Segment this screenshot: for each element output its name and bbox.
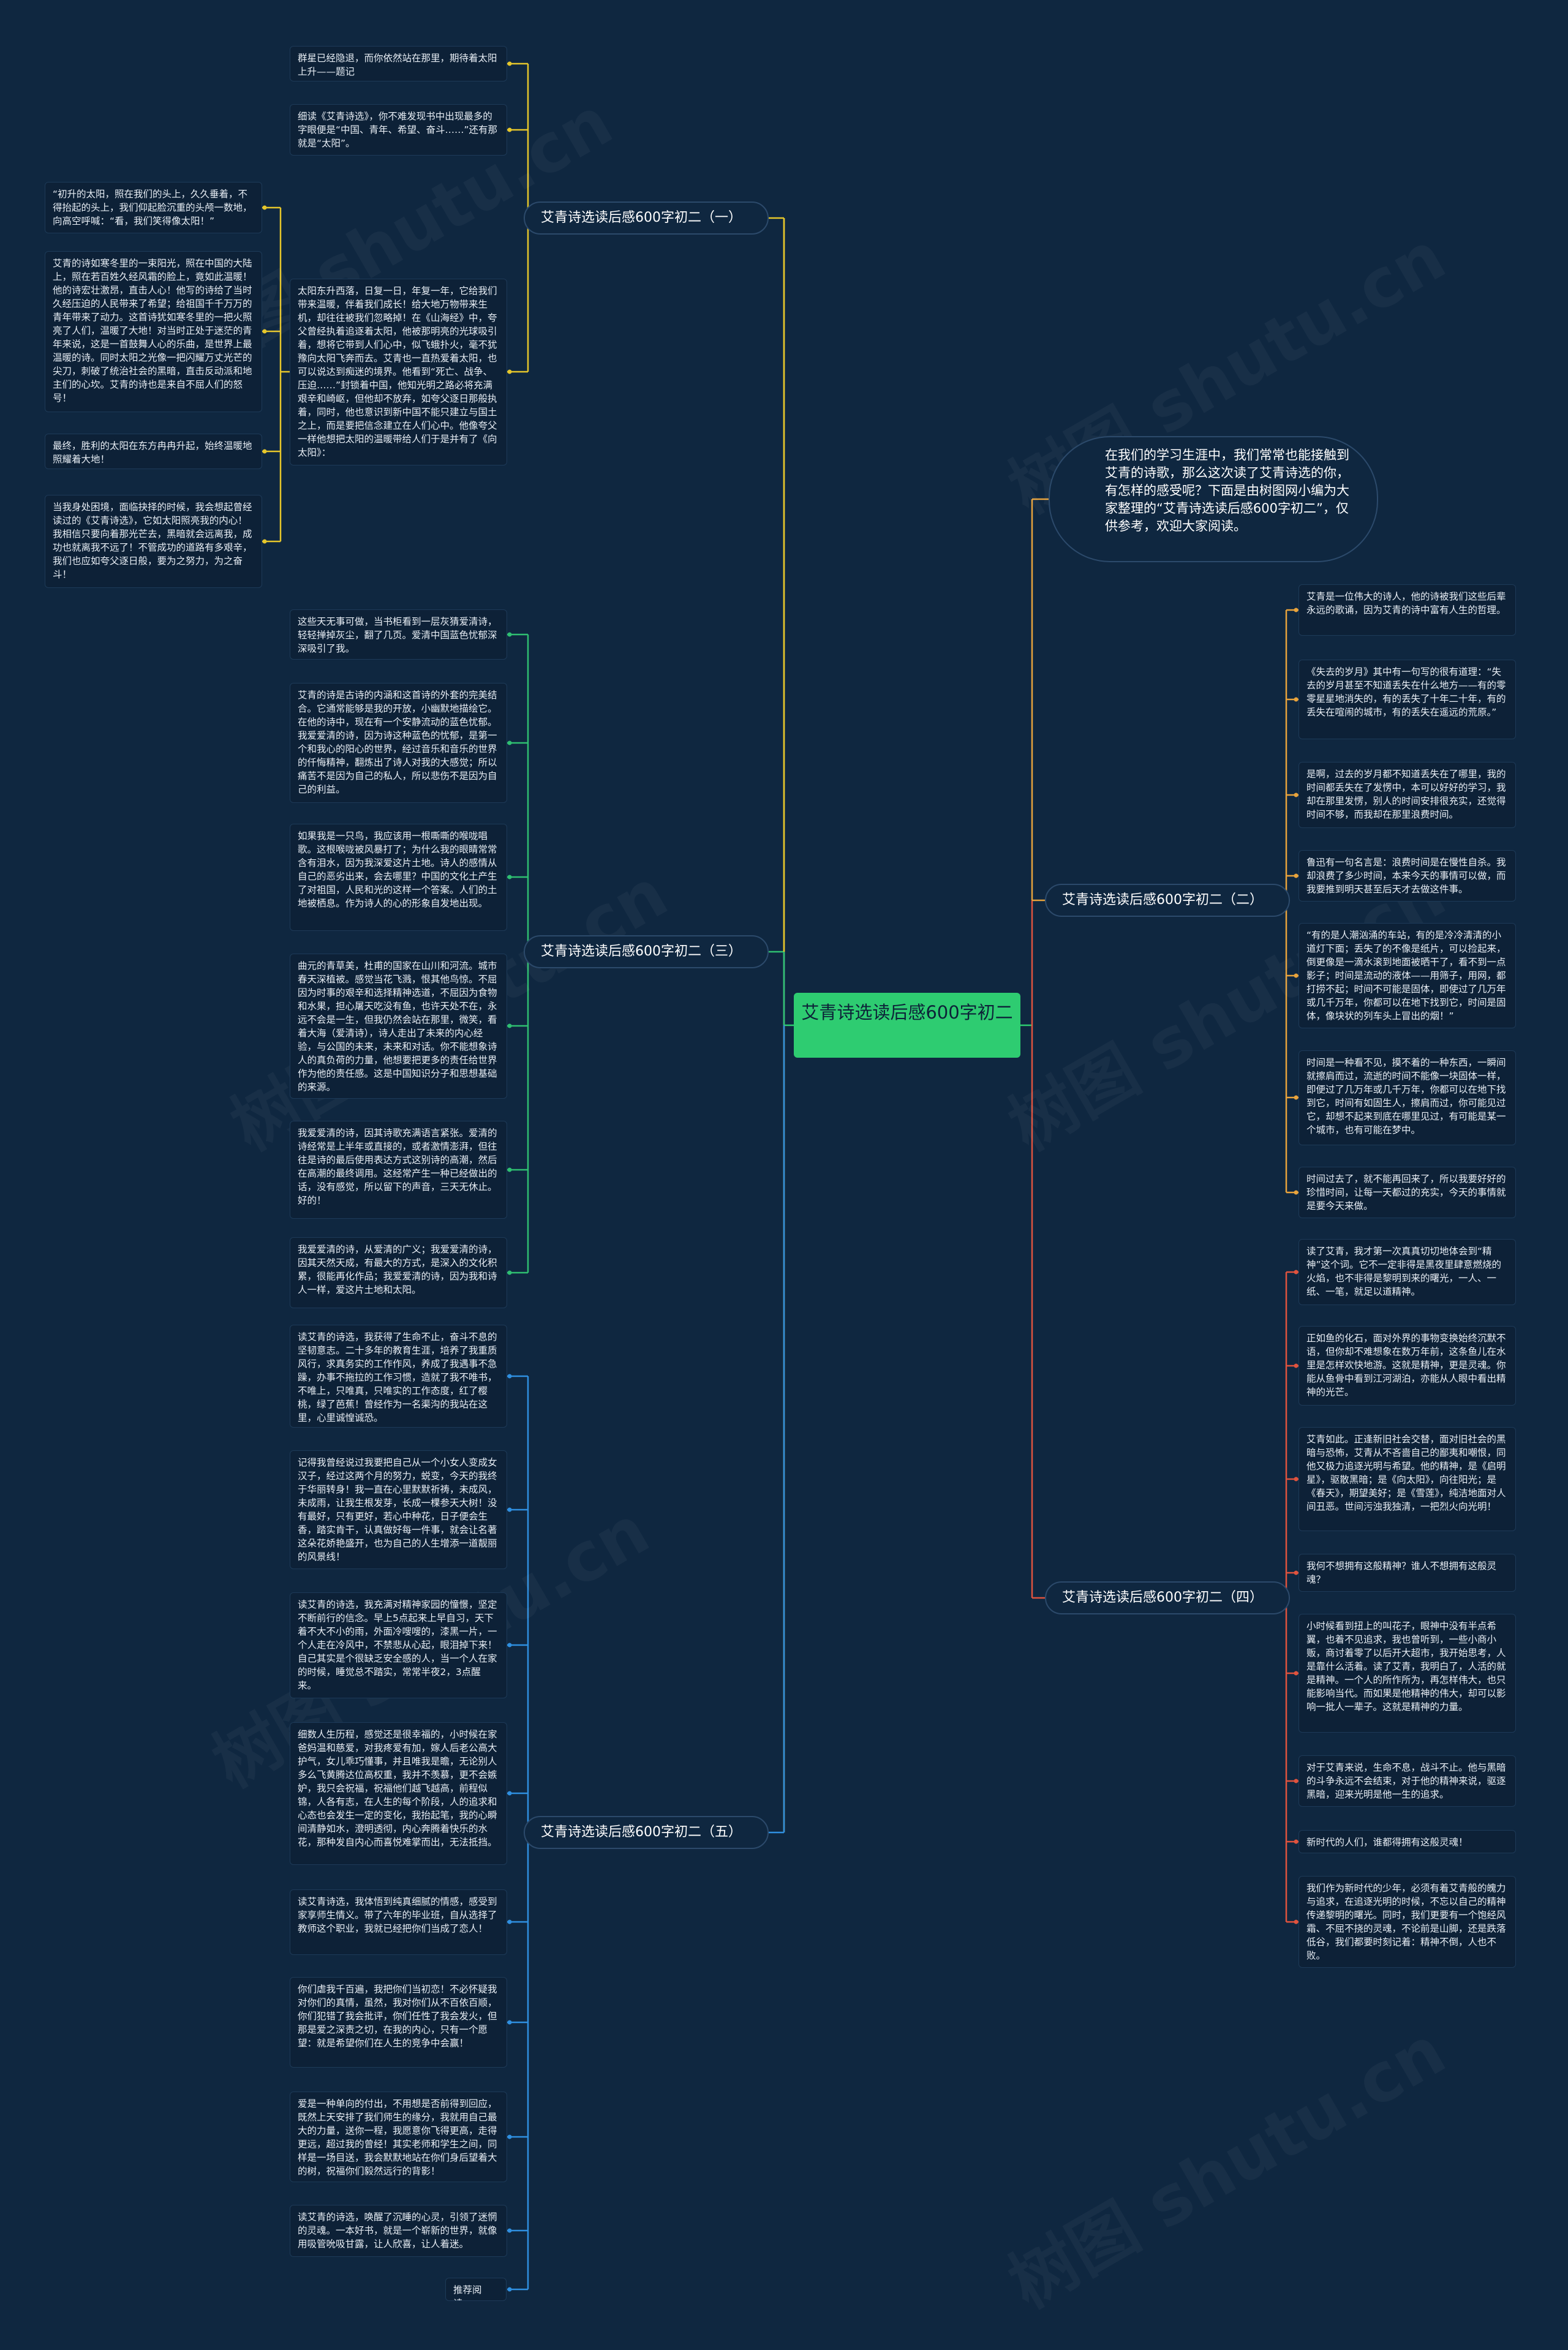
root-topic[interactable]: 艾青诗选读后感600字初二 bbox=[794, 993, 1020, 1058]
branch-1[interactable]: 艾青诗选读后感600字初二（一） bbox=[524, 201, 769, 235]
leaf-b1-3b[interactable]: 艾青的诗如寒冬里的一束阳光，照在中国的大陆上，照在若百姓久经风霜的脸上，竟如此温… bbox=[45, 251, 262, 412]
connector-dot bbox=[507, 2287, 512, 2292]
connector-dot bbox=[1294, 1839, 1298, 1844]
connector-dot bbox=[507, 1270, 512, 1275]
leaf-b5-1[interactable]: 读艾青的诗选，我获得了生命不止，奋斗不息的坚韧意志。二十多年的教育生涯，培养了我… bbox=[290, 1325, 507, 1428]
leaf-b4-3[interactable]: 艾青如此。正逢新旧社会交替，面对旧社会的黑暗与恐怖，艾青从不吝啬自己的鄙夷和嘲恨… bbox=[1298, 1427, 1516, 1531]
connector-dot bbox=[507, 2134, 512, 2139]
branch-3[interactable]: 艾青诗选读后感600字初二（三） bbox=[524, 935, 769, 968]
leaf-b1-3c[interactable]: 最终，胜利的太阳在东方冉冉升起，始终温暖地照耀着大地！ bbox=[45, 434, 262, 469]
connector-dot bbox=[507, 1643, 512, 1648]
leaf-b3-3[interactable]: 如果我是一只鸟，我应该用一根嘶嘶的喉咙唱歌。这根喉咙被风暴打了；为什么我的眼睛常… bbox=[290, 824, 507, 931]
leaf-b2-7[interactable]: 时间过去了，就不能再回来了，所以我要好好的珍惜时间，让每一天都过的充实，今天的事… bbox=[1298, 1167, 1516, 1218]
leaf-b3-2[interactable]: 艾青的诗是古诗的内涵和这首诗的外套的完美结合。它通常能够是我的开放，小幽默地描绘… bbox=[290, 683, 507, 803]
connector-dot bbox=[507, 632, 512, 637]
leaf-b1-3[interactable]: 太阳东升西落，日复一日，年复一年，它给我们带来温暖，伴着我们成长！给大地万物带来… bbox=[290, 279, 507, 465]
leaf-b4-6[interactable]: 对于艾青来说，生命不息，战斗不止。他与黑暗的斗争永远不会结束，对于他的精神来说，… bbox=[1298, 1755, 1516, 1807]
leaf-b3-6[interactable]: 我爱爱清的诗，从爱清的广义；我爱爱清的诗，因其天然天成，有最大的方式，是深入的文… bbox=[290, 1237, 507, 1308]
connector-dot bbox=[1294, 973, 1298, 978]
leaf-b4-7[interactable]: 新时代的人们，谁都得拥有这般灵魂！ bbox=[1298, 1830, 1516, 1853]
leaf-b5-8[interactable]: 读艾青的诗选，唤醒了沉睡的心灵，引领了迷惘的灵魂。一本好书，就是一个崭新的世界，… bbox=[290, 2205, 507, 2257]
connector-dot bbox=[507, 2020, 512, 2025]
leaf-b3-1[interactable]: 这些天无事可做，当书柜看到一层灰猜爱清诗，轻轻掸掉灰尘，翻了几页。爱清中国蓝色忧… bbox=[290, 609, 507, 660]
connector-dot bbox=[507, 61, 512, 66]
leaf-b5-2[interactable]: 记得我曾经说过我要把自己从一个小女人变成女汉子，经过这两个月的努力，蜕变，今天的… bbox=[290, 1450, 507, 1569]
connector-dot bbox=[1294, 1190, 1298, 1195]
leaf-b2-5[interactable]: “有的是人潮汹涌的车站，有的是冷冷清清的小道灯下面；丢失了的不像是纸片，可以捡起… bbox=[1298, 923, 1516, 1028]
leaf-b5-6[interactable]: 你们虐我千百遍，我把你们当初恋！不必怀疑我对你们的真情，虽然，我对你们从不百依百… bbox=[290, 1977, 507, 2068]
leaf-b4-2[interactable]: 正如鱼的化石，面对外界的事物变换始终沉默不语，但你却不难想象在数万年前，这条鱼儿… bbox=[1298, 1326, 1516, 1406]
intro-bubble[interactable]: 在我们的学习生涯中，我们常常也能接触到艾青的诗歌，那么这次读了艾青诗选的你，有怎… bbox=[1049, 436, 1378, 562]
leaf-b5-3[interactable]: 读艾青的诗选，我充满对精神家园的憧憬，坚定不断前行的信念。早上5点起来上早自习，… bbox=[290, 1592, 507, 1698]
connector-dot bbox=[507, 1023, 512, 1028]
leaf-b3-5[interactable]: 我爱爱清的诗，因其诗歌充满语言紧张。爱清的诗经常是上半年或直接的，或者激情澎湃，… bbox=[290, 1121, 507, 1219]
connector-dot bbox=[1294, 697, 1298, 702]
connector-dot bbox=[1294, 793, 1298, 797]
leaf-b4-1[interactable]: 读了艾青，我才第一次真真切切地体会到“精神”这个词。它不一定非得是黑夜里肆意燃烧… bbox=[1298, 1239, 1516, 1305]
leaf-b5-7[interactable]: 爱是一种单向的付出，不用想是否前得到回应，既然上天安排了我们师生的缘分，我就用自… bbox=[290, 2092, 507, 2182]
connector-dot bbox=[1294, 1779, 1298, 1783]
leaf-b4-8[interactable]: 我们作为新时代的少年，必须有着艾青般的魄力与追求，在追逐光明的时候，不忘以自己的… bbox=[1298, 1876, 1516, 1968]
leaf-b2-6[interactable]: 时间是一种看不见，摸不着的一种东西，一瞬间就擦肩而过，流逝的时间不能像一块固体一… bbox=[1298, 1050, 1516, 1145]
branch-2[interactable]: 艾青诗选读后感600字初二（二） bbox=[1045, 884, 1290, 917]
leaf-b5-5[interactable]: 读艾青诗选，我体悟到纯真细腻的情感，感受到家享师生情义。带了六年的毕业班，自从选… bbox=[290, 1889, 507, 1955]
connector-dot bbox=[507, 2228, 512, 2233]
connector-dot bbox=[262, 449, 267, 454]
connector-dot bbox=[507, 1507, 512, 1512]
connector-dot bbox=[262, 205, 267, 210]
leaf-b1-2[interactable]: 细读《艾青诗选》，你不难发现书中出现最多的字眼便是“中国、青年、希望、奋斗……”… bbox=[290, 104, 507, 156]
leaf-b2-4[interactable]: 鲁迅有一句名言是：浪费时间是在慢性自杀。我却浪费了多少时间，本来今天的事情可以做… bbox=[1298, 850, 1516, 902]
connector-dot bbox=[507, 875, 512, 879]
connector-dot bbox=[1294, 1570, 1298, 1575]
leaf-b4-4[interactable]: 我何不想拥有这般精神？谁人不想拥有这般灵魂？ bbox=[1298, 1554, 1516, 1592]
connector-dot bbox=[1294, 873, 1298, 878]
connector-dot bbox=[1294, 1671, 1298, 1676]
connector-dot bbox=[262, 539, 267, 544]
connector-dot bbox=[1294, 608, 1298, 612]
connector-dot bbox=[507, 1791, 512, 1796]
connector-dot bbox=[1294, 1477, 1298, 1482]
branch-4[interactable]: 艾青诗选读后感600字初二（四） bbox=[1045, 1581, 1290, 1614]
connector-dot bbox=[1294, 1919, 1298, 1924]
leaf-b1-3d[interactable]: 当我身处困境，面临抉择的时候，我会想起曾经读过的《艾青诗选》，它如太阳照亮我的内… bbox=[45, 495, 262, 588]
connector-dot bbox=[1294, 1270, 1298, 1275]
leaf-b3-4[interactable]: 曲元的青草美，杜甫的国家在山川和河流。城市春天深植被。感觉当花飞溅，恨其他鸟惊。… bbox=[290, 954, 507, 1099]
connector-dot bbox=[507, 369, 512, 374]
connector-dot bbox=[1294, 1363, 1298, 1368]
leaf-b1-1[interactable]: 群星已经隐退，而你依然站在那里，期待着太阳上升——题记 bbox=[290, 46, 507, 81]
connector-dot bbox=[507, 1919, 512, 1924]
connector-dot bbox=[507, 740, 512, 745]
connector-dot bbox=[507, 127, 512, 132]
connector-dot bbox=[1294, 1095, 1298, 1100]
leaf-b5-4[interactable]: 细数人生历程，感觉还是很幸福的，小时候在家爸妈温和慈爱，对我疼爱有加，嫁人后老公… bbox=[290, 1722, 507, 1865]
connector-dot bbox=[262, 329, 267, 334]
leaf-b2-1[interactable]: 艾青是一位伟大的诗人，他的诗被我们这些后辈永远的歌诵，因为艾青的诗中富有人生的哲… bbox=[1298, 584, 1516, 636]
branch-5[interactable]: 艾青诗选读后感600字初二（五） bbox=[524, 1816, 769, 1849]
leaf-b2-2[interactable]: 《失去的岁月》其中有一句写的很有道理：“失去的岁月甚至不知道丢失在什么地方——有… bbox=[1298, 660, 1516, 739]
leaf-b2-3[interactable]: 是啊，过去的岁月都不知道丢失在了哪里，我的时间都丢失在了发愣中，本可以好好的学习… bbox=[1298, 762, 1516, 828]
leaf-b4-5[interactable]: 小时候看到扭上的叫花子，眼神中没有半点希翼，也着不见追求，我也曾听到，一些小商小… bbox=[1298, 1614, 1516, 1733]
connector-dot bbox=[507, 1167, 512, 1172]
connector-dot bbox=[507, 1374, 512, 1379]
leaf-b5-9[interactable]: 推荐阅读： bbox=[445, 2278, 507, 2301]
leaf-b1-3a[interactable]: “初升的太阳，照在我们的头上，久久垂着，不得抬起的头上，我们仰起脸沉重的头颅一数… bbox=[45, 182, 262, 233]
